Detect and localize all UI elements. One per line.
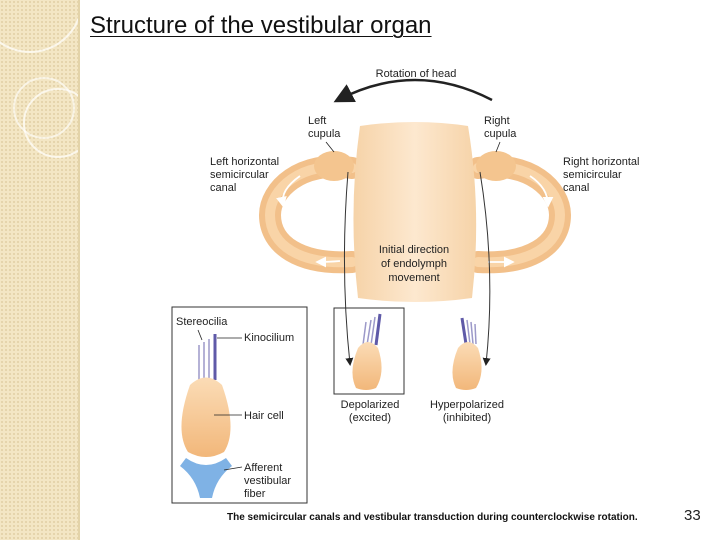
afferent-line3: fiber bbox=[244, 488, 266, 500]
page-number: 33 bbox=[684, 507, 701, 524]
depolarized-line2: (excited) bbox=[349, 412, 391, 424]
left-connector-arrow bbox=[343, 171, 354, 366]
decorative-sidebar bbox=[0, 0, 80, 540]
left-cupula-line2: cupula bbox=[308, 128, 341, 140]
afferent-line1: Afferent bbox=[244, 462, 282, 474]
right-canal-line1: Right horizontal bbox=[563, 156, 639, 168]
hyperpolarized-cell bbox=[452, 342, 482, 390]
kinocilium-label: Kinocilium bbox=[244, 332, 294, 344]
left-canal-line2: semicircular bbox=[210, 169, 269, 181]
sidebar-border bbox=[78, 0, 80, 540]
slide-title: Structure of the vestibular organ bbox=[90, 12, 432, 39]
depolarized-box bbox=[333, 307, 405, 395]
sidebar-circles bbox=[0, 9, 80, 158]
hyperpolarized-line2: (inhibited) bbox=[443, 412, 491, 424]
right-ampulla bbox=[476, 151, 516, 181]
stereocilia-label: Stereocilia bbox=[176, 316, 228, 328]
endolymph-line1: Initial direction bbox=[379, 244, 449, 256]
rotation-label: Rotation of head bbox=[376, 68, 457, 80]
left-cupula-line1: Left bbox=[308, 115, 326, 127]
right-cupula-line1: Right bbox=[484, 115, 510, 127]
figure-caption: The semicircular canals and vestibular t… bbox=[227, 512, 638, 523]
right-connector-arrow bbox=[479, 171, 491, 366]
afferent-fiber bbox=[180, 458, 232, 498]
endolymph-line2: of endolymph bbox=[381, 258, 447, 270]
left-ampulla bbox=[314, 151, 354, 181]
afferent-line2: vestibular bbox=[244, 475, 291, 487]
utricle bbox=[353, 122, 477, 302]
inset-hair-cell bbox=[181, 377, 231, 457]
rotation-arrow bbox=[333, 78, 493, 103]
depolarized-line1: Depolarized bbox=[341, 399, 400, 411]
endolymph-line3: movement bbox=[388, 272, 439, 284]
left-canal-line3: canal bbox=[210, 182, 236, 194]
right-canal-line2: semicircular bbox=[563, 169, 622, 181]
depolarized-cell bbox=[352, 342, 382, 390]
left-canal-line1: Left horizontal bbox=[210, 156, 279, 168]
right-canal-line3: canal bbox=[563, 182, 589, 194]
hair-cell-label: Hair cell bbox=[244, 410, 284, 422]
right-cupula-line2: cupula bbox=[484, 128, 517, 140]
hyperpolarized-line1: Hyperpolarized bbox=[430, 399, 504, 411]
